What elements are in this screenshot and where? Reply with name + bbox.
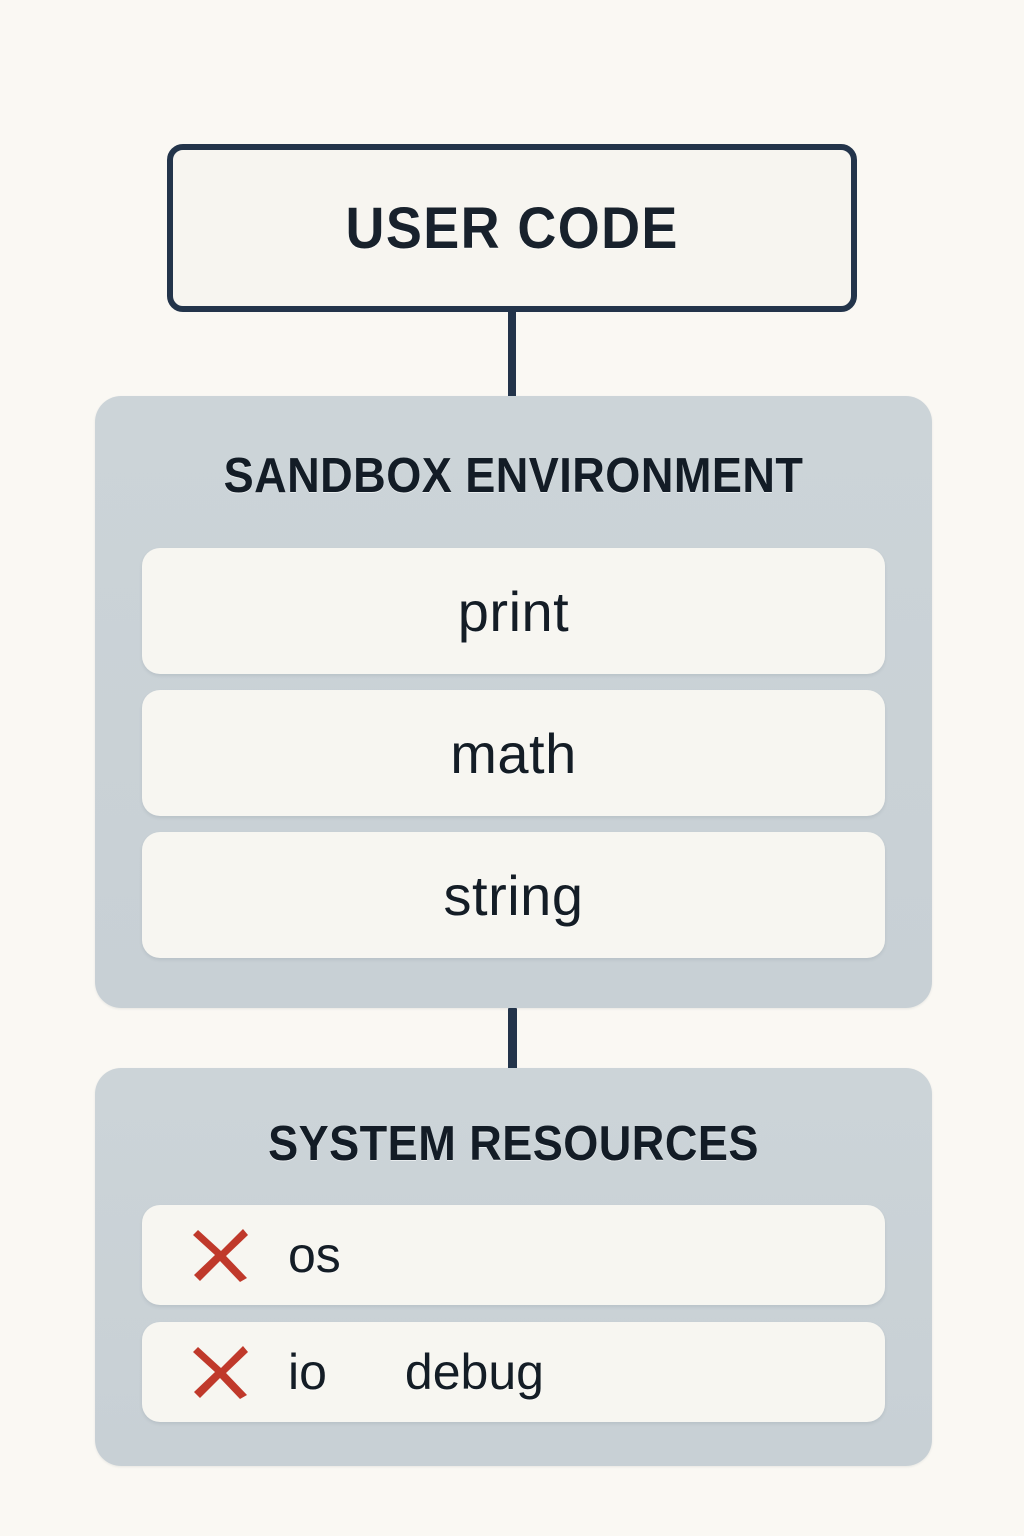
system-resources-panel: SYSTEM RESOURCES os io debug <box>95 1068 932 1466</box>
blocked-card-os[interactable]: os <box>142 1205 885 1305</box>
module-label: math <box>450 721 577 785</box>
connector-usercode-to-sandbox <box>508 308 516 404</box>
module-card-print[interactable]: print <box>142 548 885 674</box>
blocked-label: os <box>288 1227 341 1283</box>
red-x-icon <box>193 1346 248 1399</box>
connector-sandbox-to-system <box>508 1008 517 1070</box>
user-code-label: USER CODE <box>345 195 679 261</box>
sandbox-environment-panel: SANDBOX ENVIRONMENT print math string <box>95 396 932 1008</box>
system-blocked-list: os io debug <box>142 1205 885 1439</box>
sandbox-module-list: print math string <box>142 548 885 974</box>
blocked-card-io-debug[interactable]: io debug <box>142 1322 885 1422</box>
blocked-label: io <box>288 1344 327 1400</box>
module-label: string <box>443 863 584 927</box>
user-code-node: USER CODE <box>167 144 857 312</box>
blocked-label-secondary: debug <box>404 1344 544 1400</box>
module-card-math[interactable]: math <box>142 690 885 816</box>
module-label: print <box>457 579 570 643</box>
sandbox-environment-title: SANDBOX ENVIRONMENT <box>223 449 804 503</box>
red-x-icon <box>193 1229 248 1282</box>
system-resources-title: SYSTEM RESOURCES <box>268 1117 759 1171</box>
module-card-string[interactable]: string <box>142 832 885 958</box>
